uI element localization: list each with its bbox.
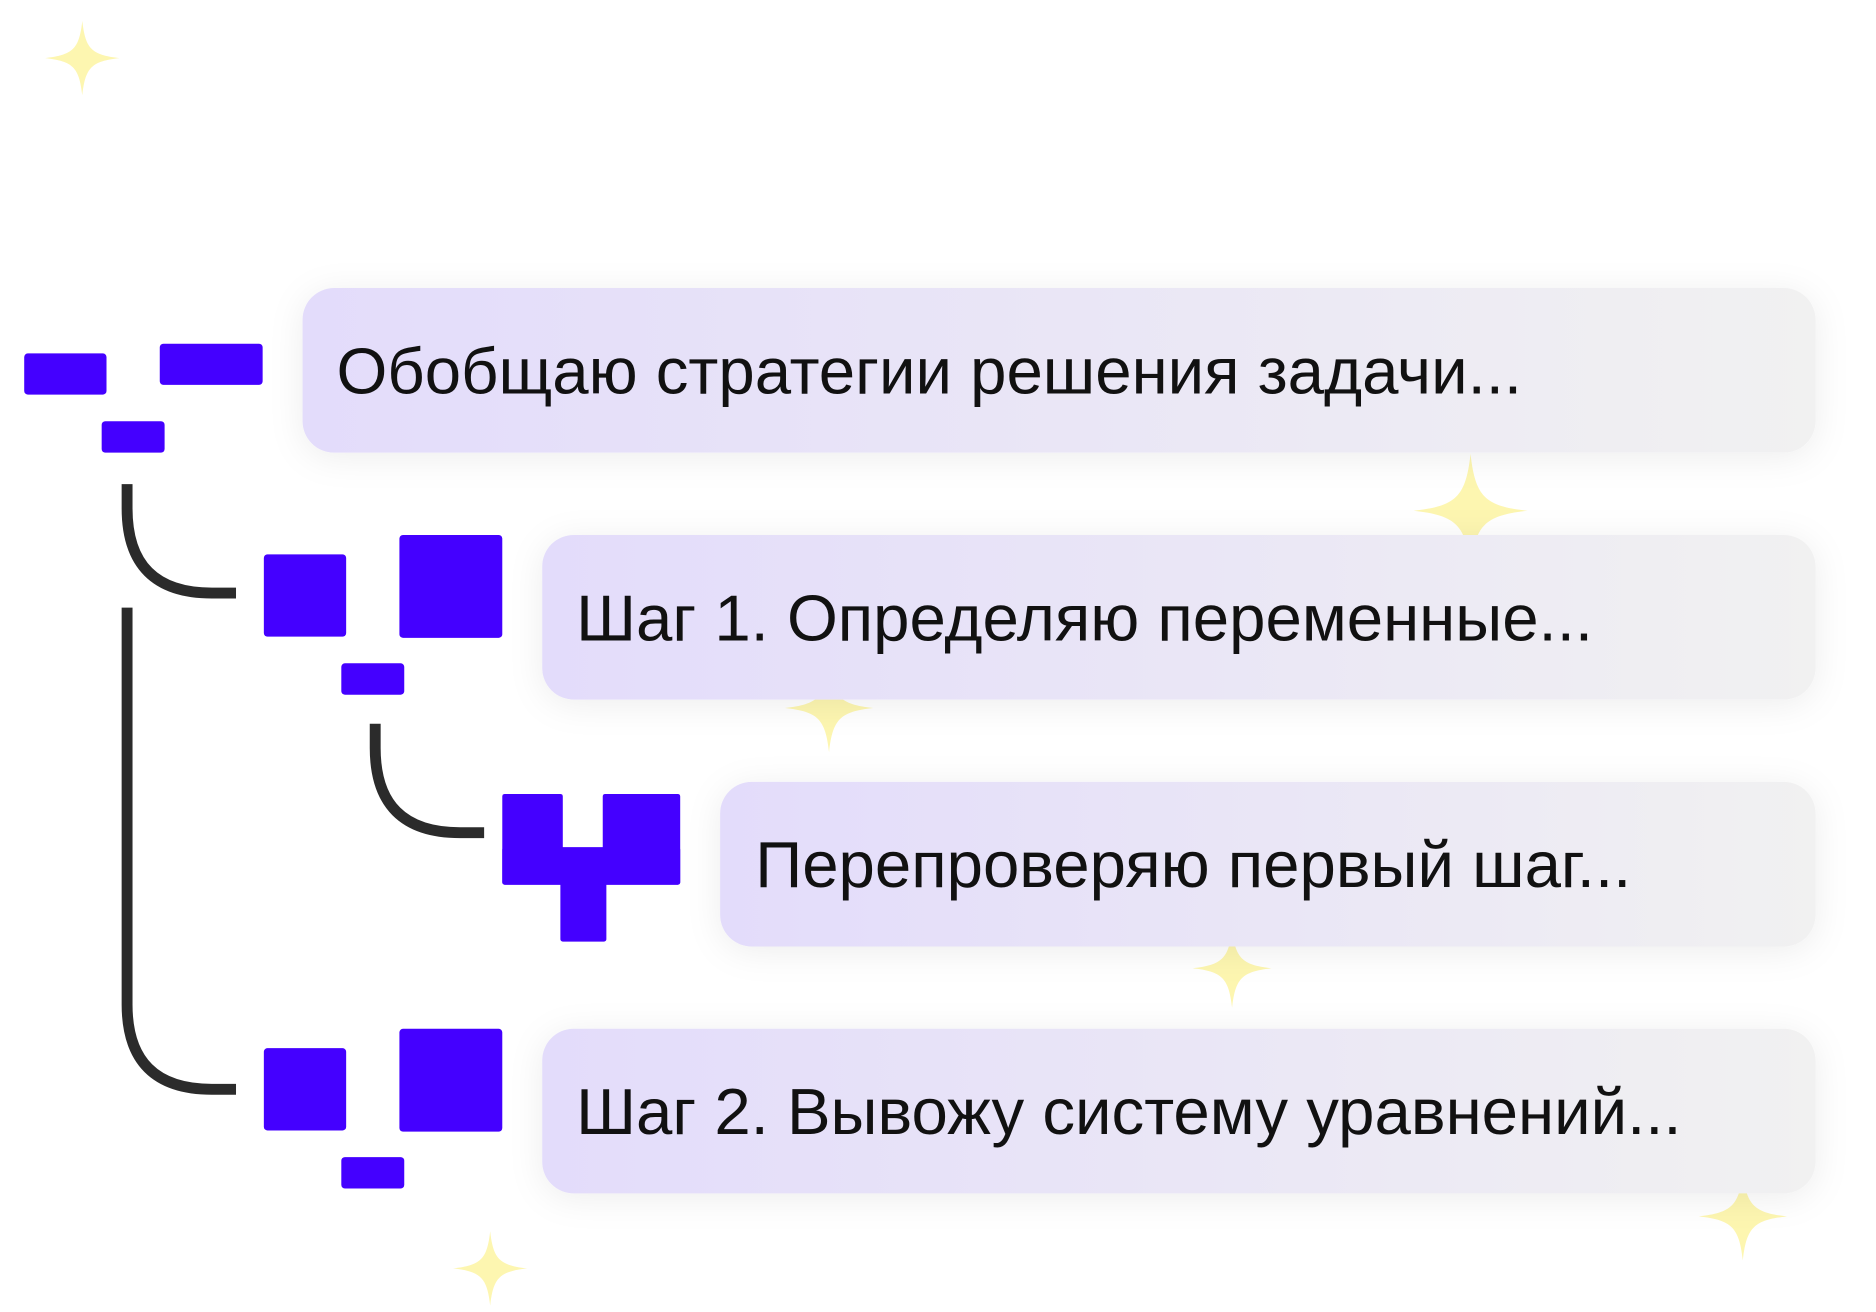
sparkle-icon bbox=[452, 1231, 528, 1306]
step-label: Шаг 1. Определяю переменные... bbox=[576, 581, 1593, 654]
node-icon-recheck bbox=[502, 793, 681, 942]
step-card-root: Обобщаю стратегии решения задачи... bbox=[302, 288, 1816, 453]
step-card-step-2: Шаг 2. Вывожу систему уравнений... bbox=[542, 1028, 1816, 1194]
connector-line bbox=[369, 723, 485, 839]
node-icon-root bbox=[24, 343, 263, 453]
node-icon-step-1 bbox=[263, 534, 503, 695]
node-icon-step-2 bbox=[263, 1028, 503, 1189]
step-label: Обобщаю стратегии решения задачи... bbox=[336, 334, 1522, 407]
connector-line bbox=[121, 607, 237, 1095]
step-label: Перепроверяю первый шаг... bbox=[755, 828, 1631, 901]
connector-line bbox=[121, 484, 237, 599]
sparkle-icon bbox=[45, 20, 120, 96]
step-card-recheck: Перепроверяю первый шаг... bbox=[720, 781, 1816, 947]
step-card-step-1: Шаг 1. Определяю переменные... bbox=[542, 534, 1816, 700]
step-label: Шаг 2. Вывожу систему уравнений... bbox=[576, 1075, 1681, 1148]
